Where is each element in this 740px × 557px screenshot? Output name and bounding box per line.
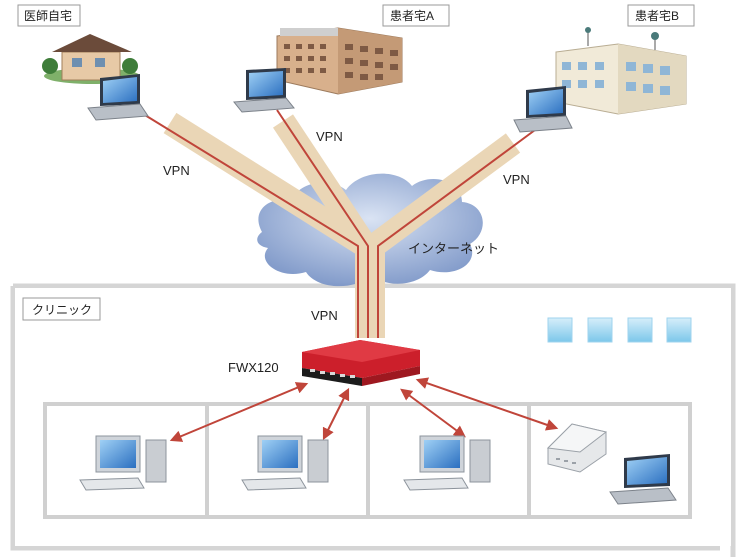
desktop-pc-1-icon: [79, 435, 167, 491]
router-fwx120-icon: [302, 340, 420, 386]
site-label-doctor-home: 医師自宅: [17, 4, 81, 27]
laptop-patient-b-icon: [513, 86, 573, 133]
printer-icon: [546, 423, 608, 473]
vpn-label-patient-b: VPN: [503, 172, 530, 187]
desktop-pc-2-icon: [241, 435, 329, 491]
site-label-patient-b: 患者宅B: [627, 4, 695, 27]
apartment-a-icon: [276, 27, 403, 95]
router-label: FWX120: [228, 360, 279, 375]
vpn-label-patient-a: VPN: [316, 129, 343, 144]
site-label-patient-a: 患者宅A: [382, 4, 450, 27]
internet-label: インターネット: [408, 241, 499, 256]
clinic-label: クリニック: [32, 303, 92, 317]
arrow-to-pc-1: [169, 382, 309, 442]
apartment-b-icon: [555, 27, 687, 115]
desktop-pc-3-icon: [403, 435, 491, 491]
laptop-doctor-icon: [87, 74, 149, 121]
lan-arrows: [169, 377, 559, 442]
clinic-windows: [547, 317, 692, 343]
vpn-label-doctor: VPN: [163, 163, 190, 178]
arrow-to-pc-2: [322, 387, 350, 441]
laptop-clinic-icon: [609, 454, 677, 505]
doctor-house-icon: [42, 34, 140, 84]
clinic-label-box: クリニック: [22, 297, 101, 321]
site-label-doctor-home-text: 医師自宅: [24, 8, 72, 23]
site-label-patient-a-text: 患者宅A: [390, 8, 434, 23]
site-label-patient-b-text: 患者宅B: [635, 8, 679, 23]
vpn-tunnels: [139, 109, 536, 338]
vpn-label-clinic: VPN: [311, 308, 338, 323]
laptop-patient-a-icon: [233, 68, 295, 113]
arrow-to-printer: [415, 377, 559, 431]
